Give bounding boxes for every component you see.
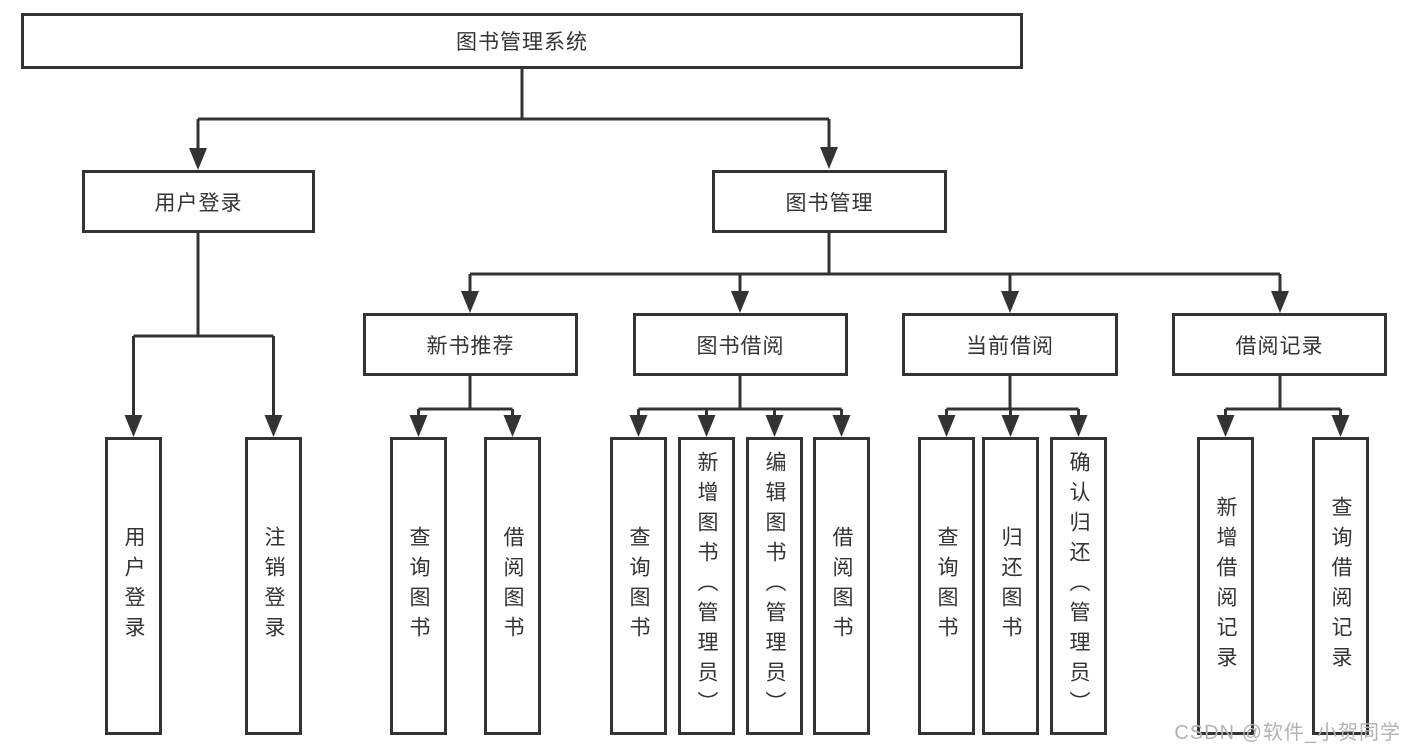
node-book-management: 图书管理: [712, 170, 947, 233]
leaf-borrow-books-recommend-label: 借阅图书: [501, 526, 525, 646]
node-borrow-records-label: 借阅记录: [1235, 334, 1324, 358]
leaf-add-borrow-record: 新增借阅记录: [1197, 437, 1254, 735]
leaf-user-login-label: 用户登录: [122, 526, 146, 646]
node-user-login: 用户登录: [82, 170, 315, 233]
leaf-return-books-label: 归还图书: [999, 526, 1023, 646]
node-book-borrowing-label: 图书借阅: [696, 334, 785, 358]
leaf-add-book-admin: 新增图书（管理员）: [678, 437, 735, 735]
leaf-confirm-return-admin: 确认归还（管理员）: [1050, 437, 1107, 735]
leaf-logout: 注销登录: [245, 437, 302, 735]
node-library-system: 图书管理系统: [21, 13, 1023, 69]
leaf-query-books-current: 查询图书: [918, 437, 975, 735]
node-user-login-label: 用户登录: [154, 191, 243, 215]
leaf-query-borrow-record-label: 查询借阅记录: [1329, 496, 1353, 676]
node-library-system-label: 图书管理系统: [456, 31, 588, 54]
node-borrow-records: 借阅记录: [1172, 313, 1387, 376]
leaf-confirm-return-admin-label: 确认归还（管理员）: [1067, 451, 1091, 721]
leaf-edit-book-admin-label: 编辑图书（管理员）: [763, 451, 787, 721]
leaf-user-login: 用户登录: [105, 437, 162, 735]
leaf-query-books-current-label: 查询图书: [935, 526, 959, 646]
leaf-query-borrow-record: 查询借阅记录: [1312, 437, 1369, 735]
leaf-borrow-books-label: 借阅图书: [830, 526, 854, 646]
leaf-add-book-admin-label: 新增图书（管理员）: [695, 451, 719, 721]
node-book-management-label: 图书管理: [785, 191, 874, 215]
leaf-return-books: 归还图书: [982, 437, 1039, 735]
leaf-query-books-recommend: 查询图书: [390, 437, 447, 735]
node-current-borrowing-label: 当前借阅: [966, 334, 1054, 358]
node-book-borrowing: 图书借阅: [633, 313, 848, 376]
csdn-watermark: CSDN @软件_小贺同学: [1174, 722, 1401, 744]
leaf-borrow-books: 借阅图书: [813, 437, 870, 735]
leaf-query-books-recommend-label: 查询图书: [407, 526, 431, 646]
leaf-borrow-books-recommend: 借阅图书: [484, 437, 541, 735]
leaf-query-books-borrowing: 查询图书: [610, 437, 667, 735]
leaf-logout-label: 注销登录: [262, 526, 286, 646]
node-current-borrowing: 当前借阅: [902, 313, 1118, 376]
leaf-add-borrow-record-label: 新增借阅记录: [1214, 496, 1238, 676]
node-new-book-recommend-label: 新书推荐: [426, 334, 515, 358]
leaf-edit-book-admin: 编辑图书（管理员）: [746, 437, 803, 735]
leaf-query-books-borrowing-label: 查询图书: [627, 526, 651, 646]
node-new-book-recommend: 新书推荐: [363, 313, 578, 376]
